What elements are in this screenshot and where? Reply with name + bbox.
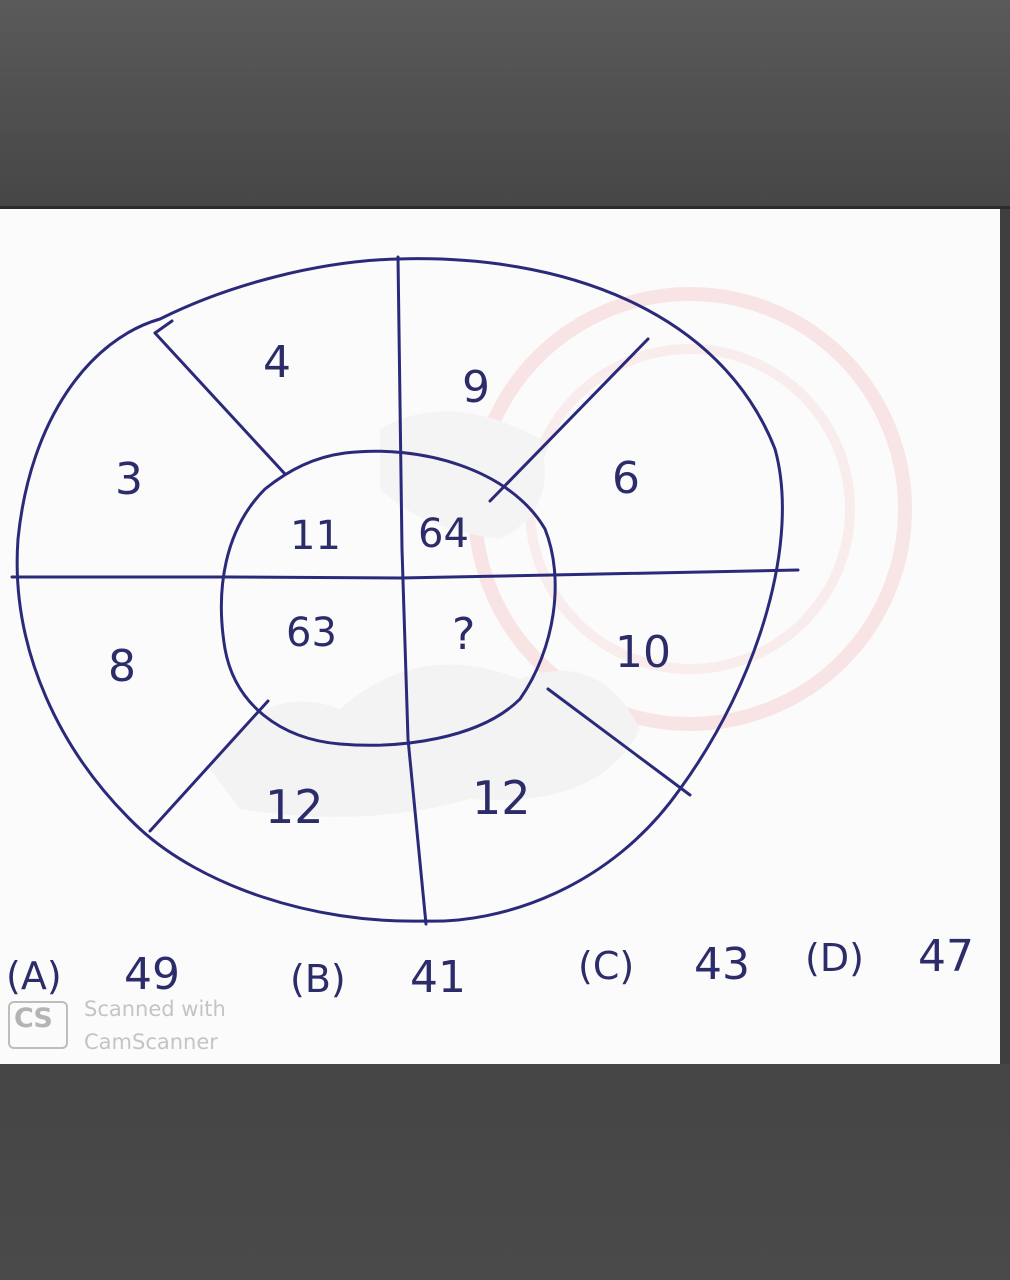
- option-a-label: (A): [6, 954, 62, 998]
- camscanner-logo-text: CS: [14, 1003, 53, 1034]
- answer-options: (A) 49 (B) 41 (C) 43 (D) 47: [6, 931, 974, 1003]
- top-divider: [0, 206, 1010, 209]
- spoke-bottom-left: [148, 699, 270, 833]
- outer-number-bottom-left-lower: 12: [265, 780, 324, 834]
- outer-number-bottom-right-upper: 10: [615, 627, 671, 678]
- inner-number-bottom-right: ?: [452, 609, 475, 660]
- top-dark-band: [0, 0, 1010, 208]
- watermark-line-1: Scanned with: [84, 997, 226, 1021]
- outer-number-bottom-right-lower: 12: [472, 771, 531, 825]
- option-c-label: (C): [578, 944, 634, 988]
- right-dark-edge: [1000, 209, 1010, 1064]
- bottom-dark-band: [0, 1064, 1010, 1280]
- option-b-value: 41: [410, 952, 466, 1003]
- option-a-value: 49: [124, 949, 180, 1000]
- puzzle-diagram: 4 3 9 6 8 12 10 12 11 64 63 ? (A) 49 (B)…: [6, 255, 974, 1003]
- camscanner-logo: CS: [8, 1001, 68, 1049]
- inner-number-top-right: 64: [418, 511, 469, 557]
- outer-number-top-left-upper: 4: [263, 337, 291, 388]
- inner-number-top-left: 11: [290, 513, 341, 559]
- inner-number-bottom-left: 63: [286, 610, 337, 656]
- option-d-value: 47: [918, 931, 974, 982]
- outer-number-top-right-lower: 6: [612, 453, 640, 504]
- vertical-divider: [396, 255, 428, 926]
- option-c-value: 43: [694, 939, 750, 990]
- outer-circle: [15, 257, 784, 923]
- outer-number-top-right-upper: 9: [462, 362, 490, 413]
- scanned-page: 4 3 9 6 8 12 10 12 11 64 63 ? (A) 49 (B)…: [0, 209, 1000, 1064]
- camscanner-watermark-text: Scanned with CamScanner: [84, 993, 226, 1059]
- watermark-line-2: CamScanner: [84, 1030, 218, 1054]
- option-b-label: (B): [290, 957, 346, 1001]
- option-d-label: (D): [805, 936, 864, 980]
- horizontal-divider: [10, 568, 800, 580]
- spoke-top-left: [153, 331, 287, 476]
- spoke-top-right: [488, 337, 650, 503]
- inner-circle: [219, 449, 557, 747]
- outer-number-top-left-lower: 3: [115, 454, 143, 505]
- spoke-bottom-right: [546, 687, 692, 797]
- spoke-top-left-tick: [153, 319, 174, 335]
- outer-number-bottom-left-upper: 8: [108, 641, 136, 692]
